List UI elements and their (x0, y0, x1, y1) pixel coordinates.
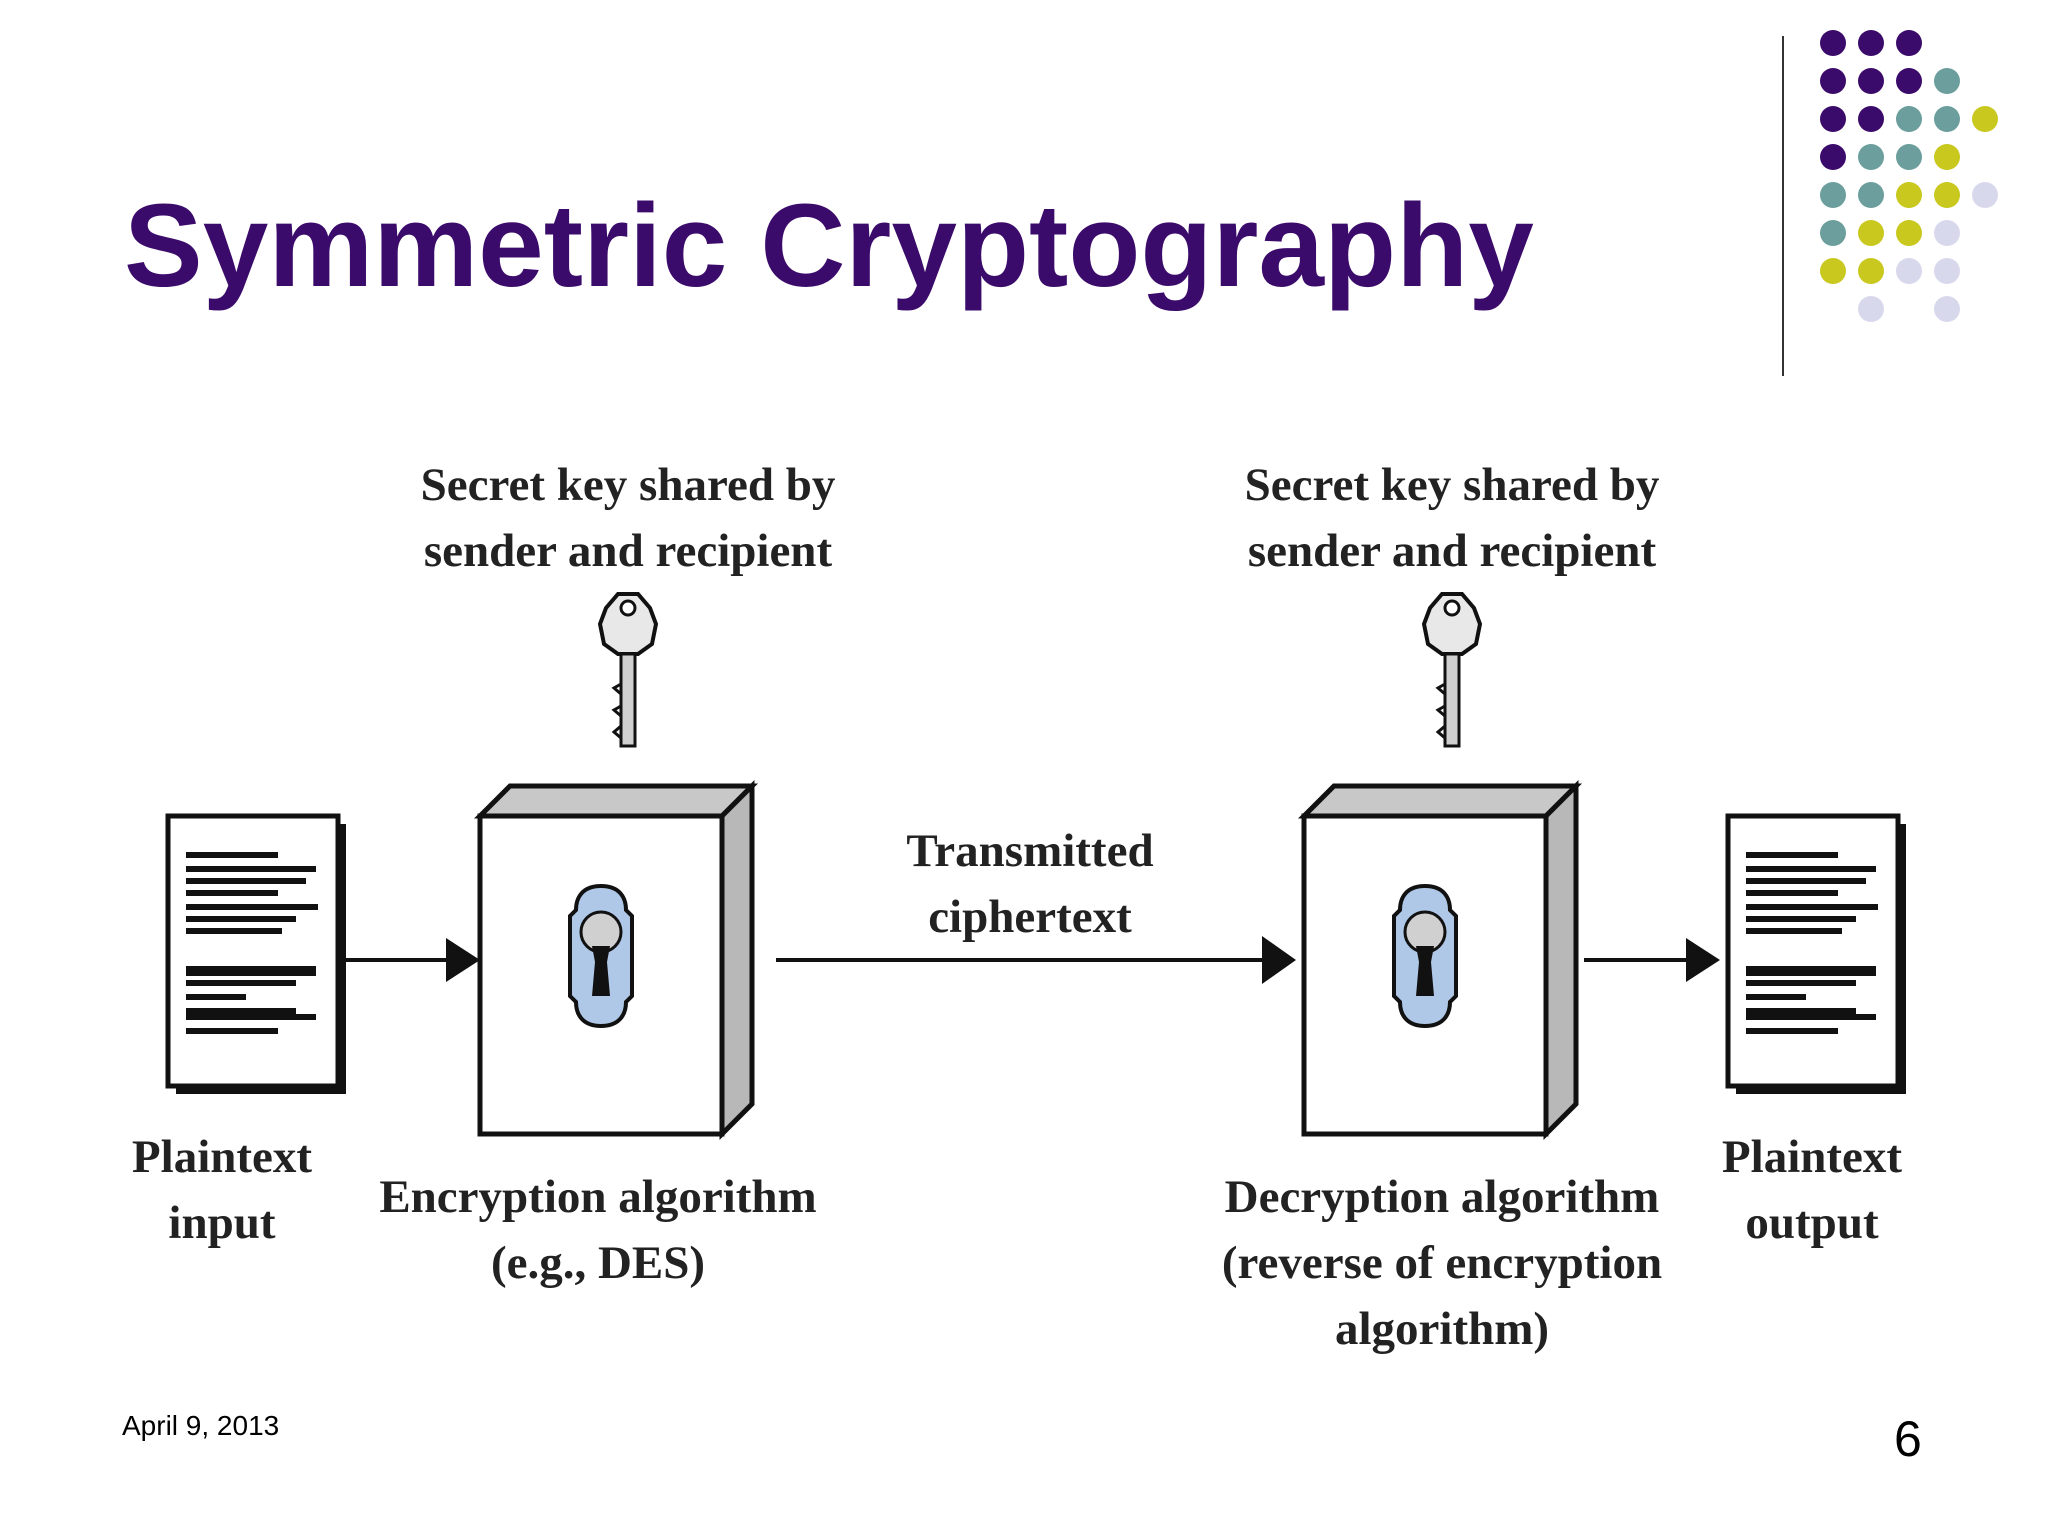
arrow-decryption-to-output (1584, 938, 1720, 982)
plaintext-output-line1: Plaintext (1721, 1131, 1903, 1183)
decryption-label-line2: (reverse of encryption (1221, 1237, 1663, 1289)
decorative-dot (1896, 258, 1922, 284)
decryption-box-icon (1304, 786, 1576, 1134)
decorative-dot (1896, 182, 1922, 208)
left-key-label-line1: Secret key shared by (420, 459, 836, 511)
decorative-dot (1896, 144, 1922, 170)
plaintext-output-document-icon (1728, 816, 1906, 1094)
decorative-dot (1858, 30, 1884, 56)
encryption-label-line1: Encryption algorithm (379, 1171, 817, 1223)
right-key-label: Secret key shared by sender and recipien… (1245, 452, 1660, 584)
decorative-dot (1858, 220, 1884, 246)
decorative-dot (1858, 182, 1884, 208)
decorative-dot (1896, 68, 1922, 94)
transmitted-label-line2: ciphertext (928, 891, 1132, 943)
encryption-box-icon (480, 786, 752, 1134)
slide-title: Symmetric Cryptography (124, 180, 1534, 312)
decorative-dot (1896, 30, 1922, 56)
decorative-dot (1820, 182, 1846, 208)
slide-date: April 9, 2013 (122, 1410, 280, 1441)
decorative-dot (1934, 106, 1960, 132)
decryption-algorithm-label: Decryption algorithm (reverse of encrypt… (1222, 1164, 1662, 1362)
decorative-dot (1934, 296, 1960, 322)
right-key-label-line1: Secret key shared by (1244, 459, 1660, 511)
decorative-dot (1858, 258, 1884, 284)
decorative-dot (1972, 106, 1998, 132)
plaintext-output-line2: output (1745, 1197, 1879, 1249)
decorative-dot (1934, 258, 1960, 284)
plaintext-output-label: Plaintext output (1722, 1124, 1902, 1256)
transmitted-label-line1: Transmitted (906, 825, 1154, 877)
decorative-dot (1820, 106, 1846, 132)
decryption-label-line3: algorithm) (1334, 1303, 1550, 1355)
decorative-dot (1820, 30, 1846, 56)
encryption-algorithm-label: Encryption algorithm (e.g., DES) (379, 1164, 816, 1296)
decorative-dot (1820, 220, 1846, 246)
decorative-dot (1934, 68, 1960, 94)
decryption-label-line1: Decryption algorithm (1224, 1171, 1660, 1223)
decorative-dot (1896, 220, 1922, 246)
decorative-dot (1934, 220, 1960, 246)
encryption-label-line2: (e.g., DES) (490, 1237, 706, 1289)
decorative-dot-grid (1820, 30, 2020, 330)
arrow-ciphertext-to-decryption (776, 936, 1296, 984)
decorative-dot (1934, 182, 1960, 208)
decorative-dot (1972, 182, 1998, 208)
decorative-dot (1858, 68, 1884, 94)
plaintext-input-line1: Plaintext (131, 1131, 313, 1183)
plaintext-input-line2: input (168, 1197, 276, 1249)
decorative-dot (1820, 68, 1846, 94)
plaintext-input-document-icon (168, 816, 346, 1094)
decorative-dot (1820, 258, 1846, 284)
transmitted-ciphertext-label: Transmitted ciphertext (906, 818, 1153, 950)
decorative-dot (1858, 144, 1884, 170)
title-divider (1782, 36, 1784, 376)
decorative-dot (1820, 144, 1846, 170)
arrow-input-to-encryption (344, 938, 480, 982)
plaintext-input-label: Plaintext input (132, 1124, 312, 1256)
left-key-label: Secret key shared by sender and recipien… (421, 452, 836, 584)
right-key-icon (1422, 592, 1482, 748)
slide-page-number: 6 (1894, 1411, 1922, 1467)
right-key-label-line2: sender and recipient (1247, 525, 1657, 577)
decorative-dot (1896, 106, 1922, 132)
left-key-icon (598, 592, 658, 748)
decorative-dot (1934, 144, 1960, 170)
left-key-label-line2: sender and recipient (423, 525, 833, 577)
decorative-dot (1858, 296, 1884, 322)
decorative-dot (1858, 106, 1884, 132)
